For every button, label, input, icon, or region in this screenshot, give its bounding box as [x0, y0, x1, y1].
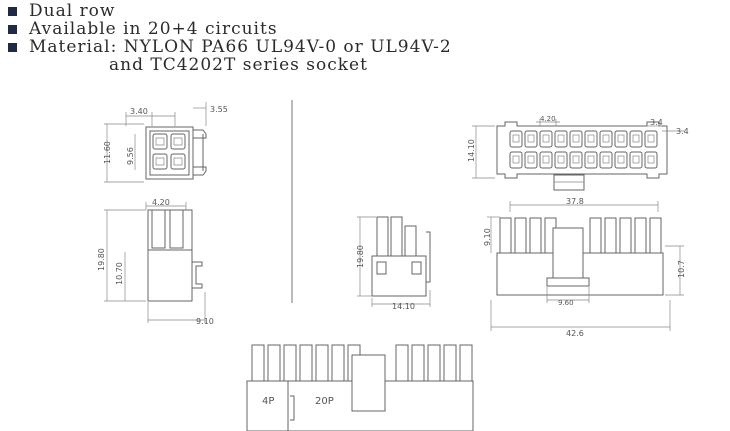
dim-4p-inner: 9.56 [126, 147, 135, 165]
feature-list: Dual row Available in 20+4 circuits Mate… [8, 2, 452, 74]
assembled-connector-view: 4P 20P [246, 344, 474, 431]
tower [395, 344, 409, 382]
twenty-pin-top-view: 4.20 3.4 3.4 14.10 [467, 115, 689, 191]
label-4p: 4P [262, 396, 274, 407]
pin-cavity [584, 130, 598, 148]
bullet-icon [8, 7, 17, 16]
dim-4p-depth: 9.10 [196, 317, 214, 326]
dim-20p-span: 37.8 [566, 197, 584, 206]
pin-cavity [539, 151, 553, 169]
label-20p: 20P [315, 396, 334, 407]
tower [649, 217, 662, 254]
tower [634, 217, 647, 254]
dim-20p-side-depth: 14.10 [392, 302, 415, 311]
pin-cavity [554, 130, 568, 148]
pin-cavity [554, 151, 568, 169]
tower [619, 217, 632, 254]
bullet-icon [8, 25, 17, 34]
dim-20p-tab-a: 3.4 [650, 118, 663, 127]
feature-item: Material: NYLON PA66 UL94V-0 or UL94V-2 [8, 38, 452, 56]
pin-cavity [644, 151, 658, 169]
pin-cavity [629, 151, 643, 169]
dim-20p-latch-width: 9.60 [558, 299, 574, 307]
dim-20p-top-offset: 9.10 [483, 228, 492, 246]
pin-cavity [644, 130, 658, 148]
dim-4p-width: 4.20 [152, 198, 170, 207]
dim-4p-height: 11.60 [103, 141, 112, 164]
dim-4p-pitch: 3.40 [130, 107, 148, 116]
pin-cavity [599, 130, 613, 148]
pin-cavity [524, 151, 538, 169]
tower [589, 217, 602, 254]
pin-cavity [509, 151, 523, 169]
feature-item: Dual row [8, 2, 452, 20]
pin-cavity [614, 130, 628, 148]
dim-20p-body-height: 10.7 [677, 260, 686, 278]
dim-20p-height: 14.10 [467, 139, 476, 162]
twenty-pin-front-view: 37.8 9.10 10.7 9.60 42.6 [483, 197, 686, 338]
feature-continuation: and TC4202T series socket [109, 55, 368, 75]
tower [443, 344, 457, 382]
tower [499, 217, 512, 254]
tower [459, 344, 473, 382]
feature-item: Available in 20+4 circuits [8, 20, 452, 38]
pin-cavity [524, 130, 538, 148]
tower [427, 344, 441, 382]
pin-cavity [569, 151, 583, 169]
tower [331, 344, 345, 382]
tower [267, 344, 281, 382]
pin-cavity [569, 130, 583, 148]
tower [514, 217, 527, 254]
dim-20p-side-height: 19.80 [356, 245, 365, 268]
tower [604, 217, 617, 254]
tower [411, 344, 425, 382]
pin-cavity [599, 151, 613, 169]
tower [283, 344, 297, 382]
dim-4p-latch: 3.55 [210, 105, 228, 114]
twenty-pin-side-view: 19.80 14.10 [356, 216, 431, 311]
pin-cavity [629, 130, 643, 148]
pin-cavity [584, 151, 598, 169]
four-pin-side-view: 4.20 19.80 10.70 9.10 [97, 198, 214, 326]
tower [529, 217, 542, 254]
feature-item: and TC4202T series socket [8, 56, 452, 74]
dim-4p-body-height: 10.70 [115, 262, 124, 285]
pin-cavity [539, 130, 553, 148]
pin-cavity [614, 151, 628, 169]
dim-20p-pitch: 4.20 [540, 115, 556, 123]
pin-cavity [509, 130, 523, 148]
tower [315, 344, 329, 382]
dim-4p-side-height: 19.80 [97, 248, 106, 271]
dim-20p-tab-b: 3.4 [676, 127, 689, 136]
tower [251, 344, 265, 382]
four-pin-top-view: 3.40 3.55 11.60 9.56 [103, 102, 228, 183]
bullet-icon [8, 43, 17, 52]
dim-20p-overall: 42.6 [566, 329, 584, 338]
tower [299, 344, 313, 382]
